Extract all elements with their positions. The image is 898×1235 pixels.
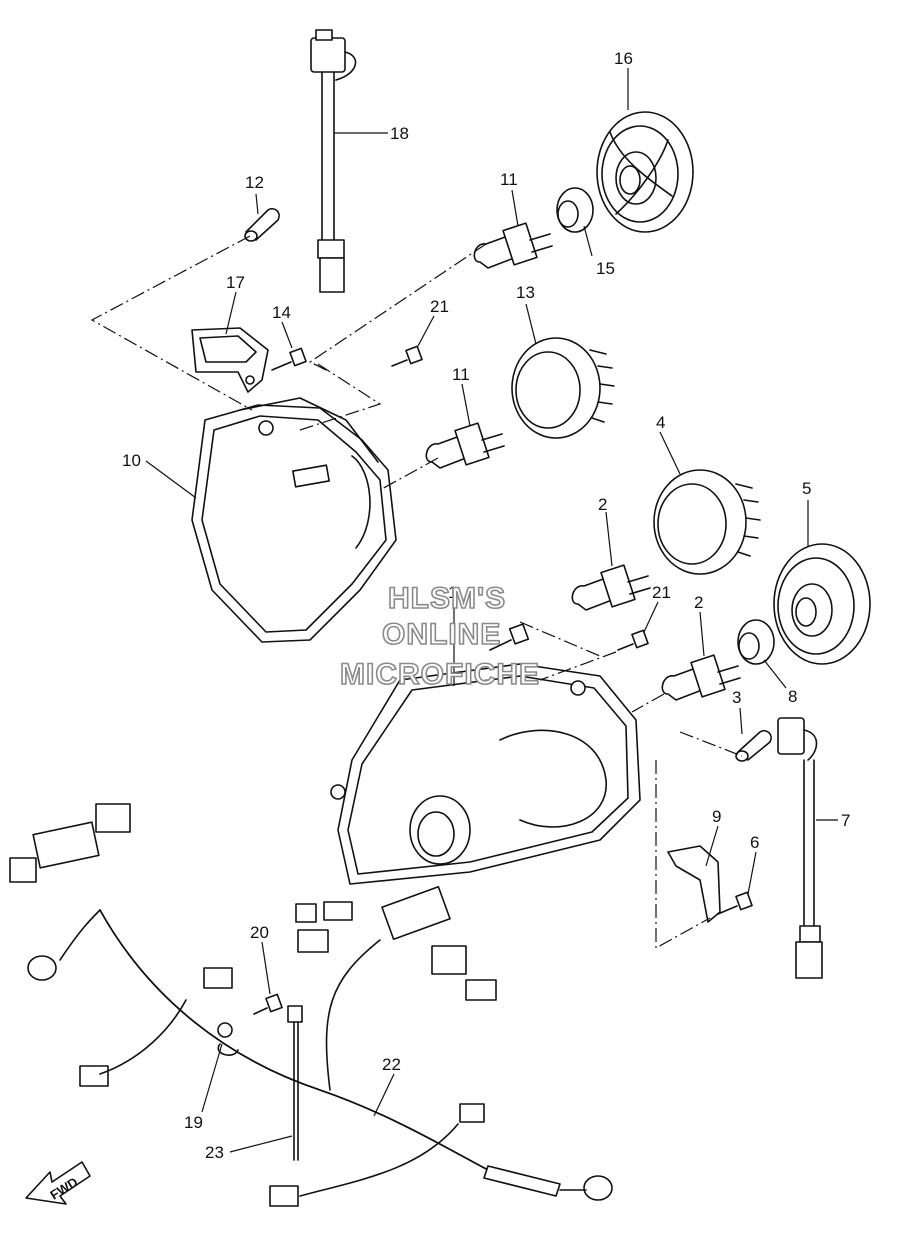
part-11-bulb-lower[interactable] <box>425 422 505 469</box>
callout-1: 1 <box>448 583 457 602</box>
part-23-cable-tie[interactable] <box>287 1005 303 1161</box>
part-21-screw-lower[interactable] <box>617 629 649 651</box>
watermark-line-3: MICROFICHE <box>340 658 540 691</box>
callout-15: 15 <box>596 259 615 278</box>
callout-11-lower: 11 <box>452 365 470 384</box>
part-13-ring[interactable] <box>511 337 615 439</box>
callout-7: 6 <box>750 833 759 852</box>
callout-5: 5 <box>802 479 811 498</box>
callout-17: 17 <box>226 273 245 292</box>
part-9-sub-harness[interactable] <box>777 717 823 979</box>
part-16-screw[interactable] <box>271 347 307 371</box>
forward-direction-arrow: FWD <box>25 1161 91 1205</box>
callout-4: 4 <box>656 413 665 432</box>
part-21-screw-upper[interactable] <box>391 345 423 367</box>
watermark: HLSM'S ONLINE MICROFICHE <box>339 581 540 692</box>
callout-20: 20 <box>250 923 269 942</box>
part-15-boot[interactable] <box>556 187 594 233</box>
callout-2-upper: 2 <box>598 495 607 514</box>
part-18-sub-harness[interactable] <box>310 29 357 293</box>
part-2-bulb-lower[interactable] <box>661 654 741 701</box>
callout-2-lower: 2 <box>694 593 703 612</box>
callout-6: 8 <box>788 687 797 706</box>
part-22-main-harness[interactable] <box>9 803 613 1207</box>
callout-21-upper: 21 <box>430 297 449 316</box>
callout-8: 9 <box>712 807 721 826</box>
screw-center[interactable] <box>489 623 530 651</box>
callout-10: 10 <box>122 451 141 470</box>
part-5-cover[interactable] <box>773 543 871 665</box>
callout-21-lower: 21 <box>652 583 671 602</box>
reference-lines <box>90 235 743 950</box>
part-12-bulb[interactable] <box>244 207 280 242</box>
part-7-screw[interactable] <box>717 891 753 915</box>
part-8-bracket[interactable] <box>667 845 721 923</box>
part-14-cover[interactable] <box>596 111 694 233</box>
callout-22: 22 <box>382 1055 401 1074</box>
part-2-bulb-upper[interactable] <box>571 564 651 611</box>
part-20-screw[interactable] <box>253 993 283 1015</box>
callout-14: 16 <box>614 49 633 68</box>
part-17-bracket[interactable] <box>191 327 269 393</box>
part-19-clamp[interactable] <box>217 1022 239 1056</box>
callout-3: 3 <box>732 688 741 707</box>
callout-9: 7 <box>841 811 850 830</box>
callout-11-upper: 11 <box>500 170 518 189</box>
callout-13: 13 <box>516 283 535 302</box>
callout-19: 19 <box>184 1113 203 1132</box>
part-10-headlight-housing[interactable] <box>191 397 397 643</box>
part-11-bulb-upper[interactable] <box>473 222 553 269</box>
callout-16: 14 <box>272 303 291 322</box>
callout-12: 12 <box>245 173 264 192</box>
watermark-line-1: HLSM'S <box>388 582 506 615</box>
callout-23: 23 <box>205 1143 224 1162</box>
part-4-ring[interactable] <box>653 469 761 575</box>
watermark-line-2: ONLINE <box>382 618 501 651</box>
part-6-boot[interactable] <box>737 619 775 665</box>
leader-lines <box>145 68 838 1153</box>
part-1-headlight-housing[interactable] <box>330 663 641 885</box>
callout-labels: 16 18 11 12 15 17 13 21 14 11 4 10 5 2 1… <box>122 49 850 1162</box>
part-3-bulb[interactable] <box>735 729 772 762</box>
callout-18: 18 <box>390 124 409 143</box>
